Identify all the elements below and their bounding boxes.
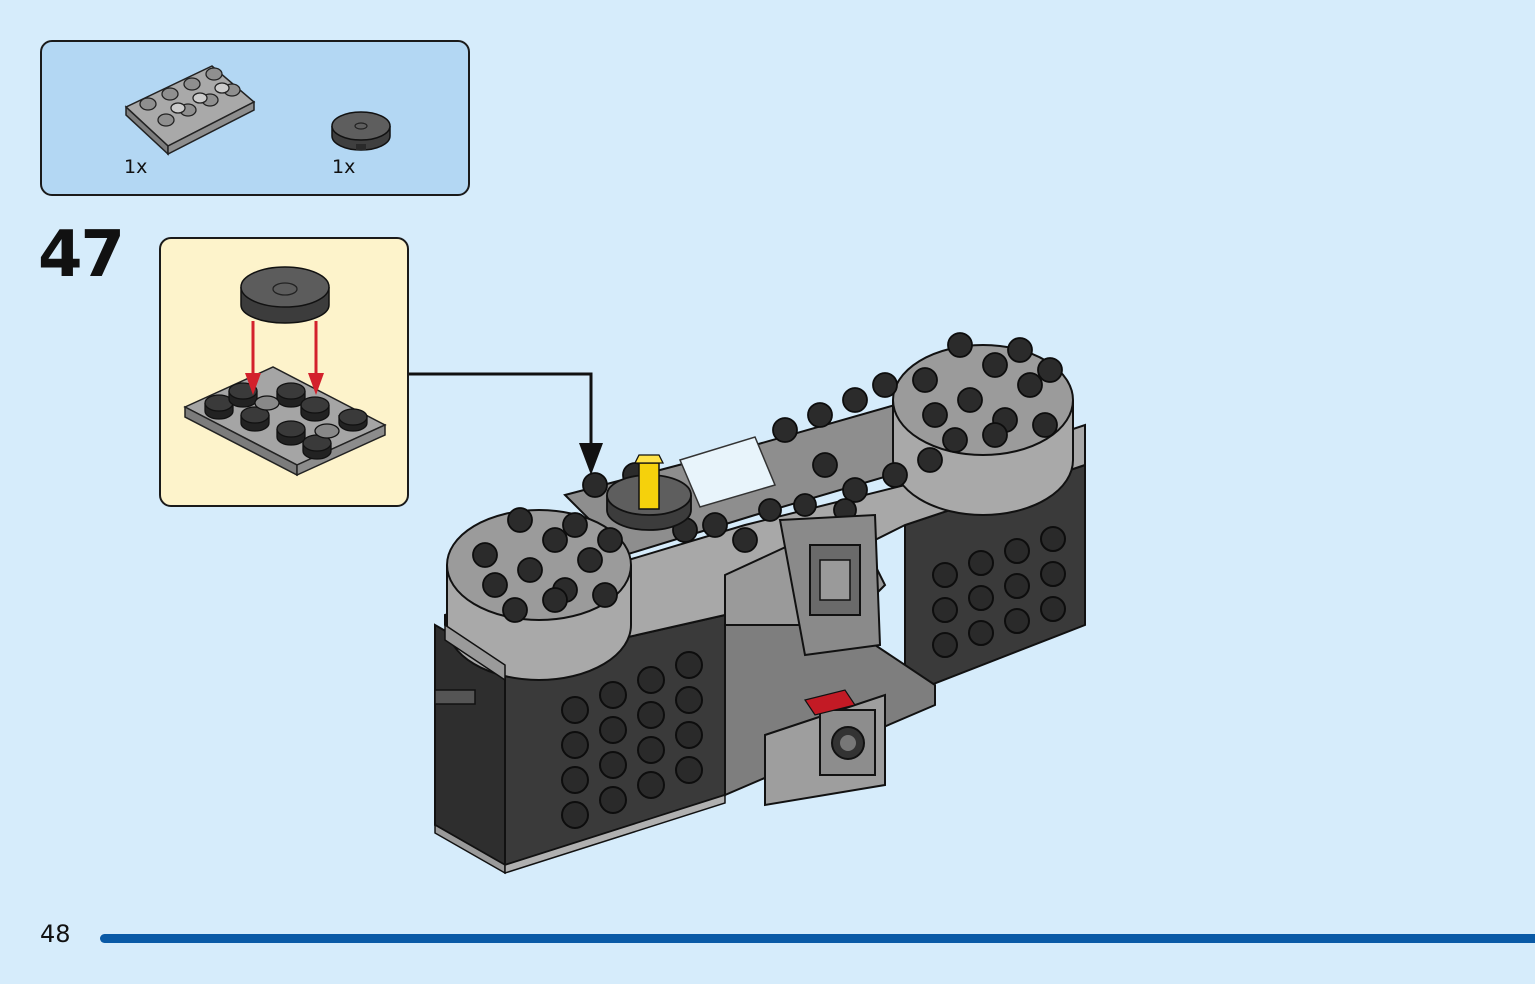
red-placement-arrows [245, 321, 324, 395]
page-number: 48 [40, 920, 71, 948]
callout-illustration [183, 266, 387, 477]
page-progress-bar [100, 934, 1535, 943]
round-tile-icon [331, 111, 391, 151]
parts-list-box: 1x 1x [40, 40, 470, 196]
callout-subassembly [159, 237, 409, 507]
camera-model-illustration [434, 332, 1086, 875]
callout-connector-arrow [409, 372, 603, 475]
step-number: 47 [38, 218, 125, 292]
yellow-axle [638, 462, 660, 510]
plate-2x4-icon [124, 65, 256, 156]
part-quantity-plate: 1x [124, 156, 148, 178]
part-quantity-tile: 1x [332, 156, 356, 178]
